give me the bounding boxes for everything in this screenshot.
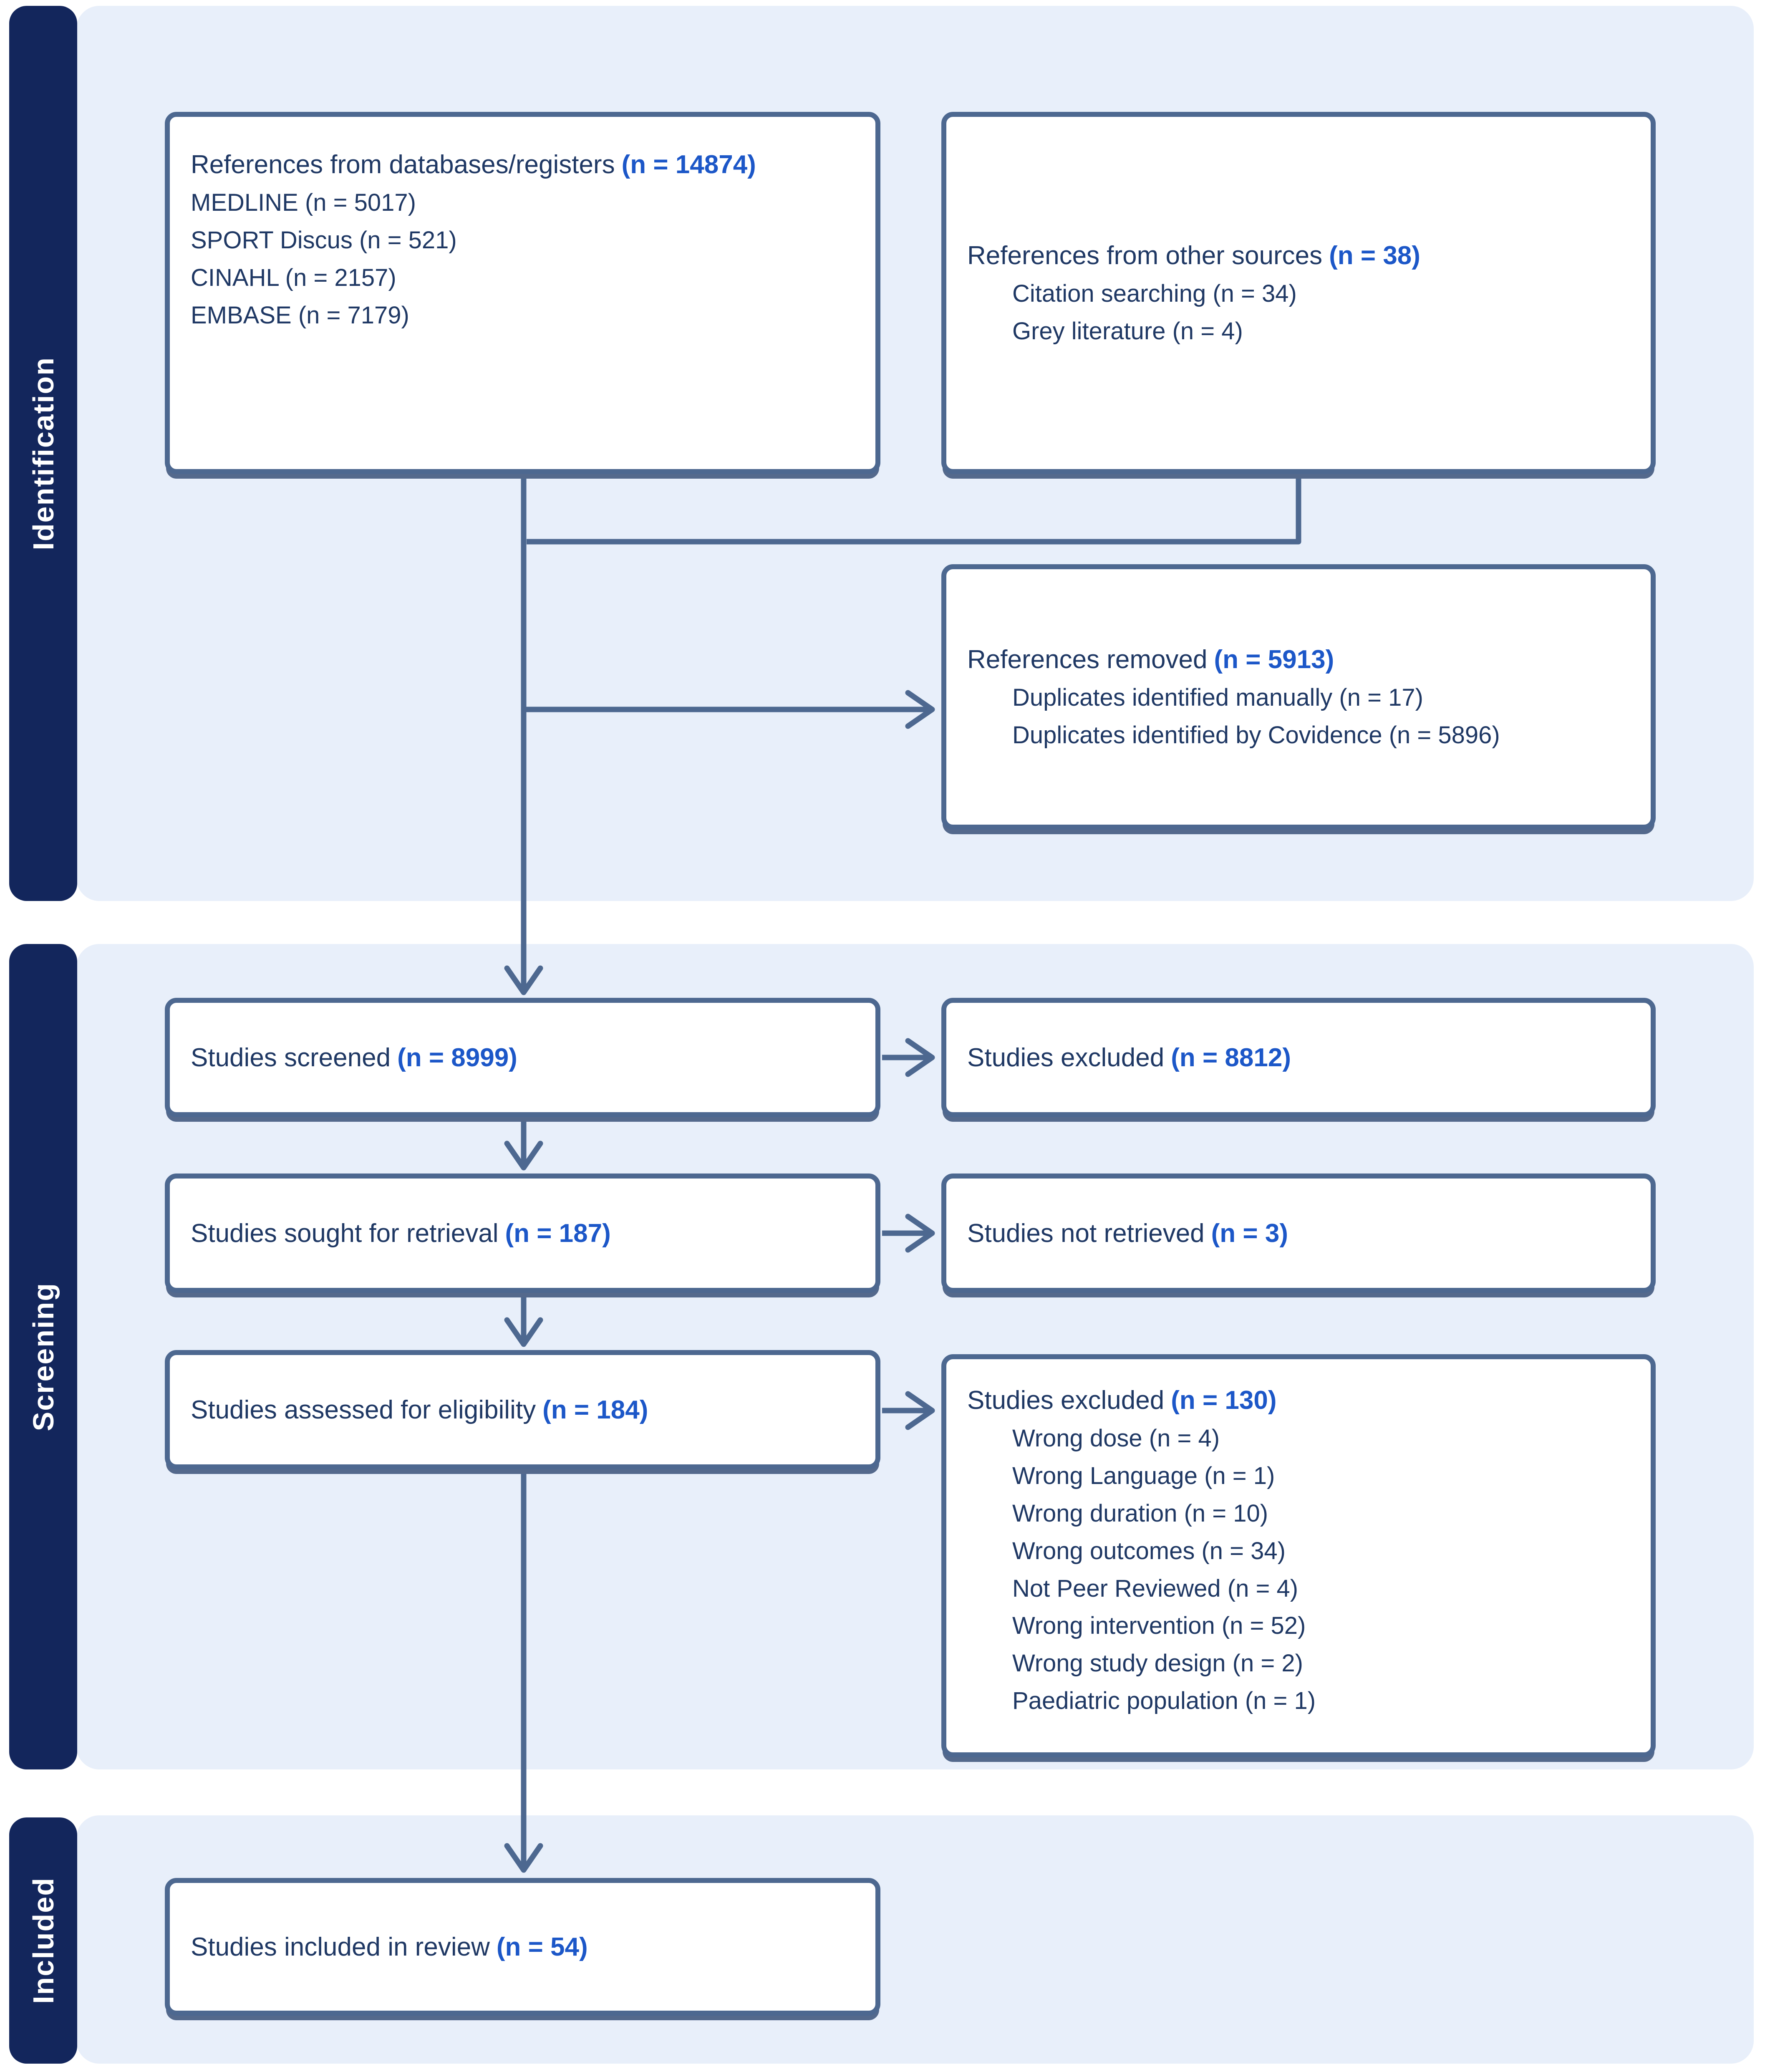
box-studies-included: Studies included in review(n = 54) — [165, 1878, 880, 2016]
stage-label-identification: Identification — [27, 356, 60, 550]
stage-label-screening: Screening — [27, 1282, 60, 1431]
title-text: Studies sought for retrieval — [191, 1219, 499, 1248]
box-studies-sought: Studies sought for retrieval(n = 187) — [165, 1174, 880, 1293]
title-count: (n = 8812) — [1171, 1043, 1291, 1072]
box-studies-screened: Studies screened(n = 8999) — [165, 998, 880, 1117]
title-text: References from databases/registers — [191, 150, 615, 179]
box-studies-not-retrieved: Studies not retrieved(n = 3) — [941, 1174, 1656, 1293]
exclusion-reason-item: Not Peer Reviewed (n = 4) — [1012, 1575, 1299, 1602]
box-references-removed: References removed(n = 5913) Duplicates … — [941, 564, 1656, 830]
database-item: MEDLINE (n = 5017) — [191, 189, 416, 216]
title-text: Studies included in review — [191, 1932, 490, 1961]
sidebar-stage-included: Included — [9, 1817, 77, 2064]
title-text: Studies not retrieved — [967, 1219, 1205, 1248]
exclusion-reason-item: Paediatric population (n = 1) — [1012, 1687, 1316, 1715]
exclusion-reason-item: Wrong outcomes (n = 34) — [1012, 1537, 1286, 1565]
exclusion-reason-item: Wrong Language (n = 1) — [1012, 1462, 1275, 1489]
exclusion-reason-item: Wrong intervention (n = 52) — [1012, 1612, 1306, 1640]
title-count: (n = 5913) — [1214, 645, 1334, 674]
title-count: (n = 130) — [1171, 1386, 1277, 1415]
removed-item: Duplicates identified by Covidence (n = … — [1012, 721, 1500, 749]
database-item: EMBASE (n = 7179) — [191, 301, 409, 329]
title-text: Studies assessed for eligibility — [191, 1395, 536, 1424]
title-count: (n = 187) — [505, 1219, 611, 1248]
removed-item: Duplicates identified manually (n = 17) — [1012, 684, 1423, 711]
stage-label-included: Included — [27, 1877, 60, 2004]
box-studies-excluded-eligibility-title: Studies excluded(n = 130) — [967, 1381, 1634, 1420]
title-count: (n = 38) — [1329, 241, 1420, 270]
box-references-databases-title: References from databases/registers(n = … — [191, 145, 859, 184]
exclusion-reason-item: Wrong study design (n = 2) — [1012, 1650, 1303, 1677]
box-references-databases: References from databases/registers(n = … — [165, 112, 880, 474]
database-item: SPORT Discus (n = 521) — [191, 226, 457, 254]
sidebar-stage-screening: Screening — [9, 944, 77, 1769]
title-count: (n = 8999) — [397, 1043, 517, 1072]
sidebar-stage-identification: Identification — [9, 6, 77, 901]
title-count: (n = 184) — [542, 1395, 648, 1424]
box-references-removed-title: References removed(n = 5913) — [967, 640, 1634, 679]
other-source-item: Citation searching (n = 34) — [1012, 280, 1297, 307]
other-source-item: Grey literature (n = 4) — [1012, 317, 1243, 345]
title-count: (n = 14874) — [621, 150, 756, 179]
box-references-other-sources: References from other sources(n = 38) Ci… — [941, 112, 1656, 474]
box-studies-assessed: Studies assessed for eligibility(n = 184… — [165, 1350, 880, 1469]
title-text: Studies screened — [191, 1043, 391, 1072]
exclusion-reason-item: Wrong duration (n = 10) — [1012, 1499, 1268, 1527]
title-text: Studies excluded — [967, 1386, 1165, 1415]
box-studies-excluded-screening: Studies excluded(n = 8812) — [941, 998, 1656, 1117]
title-count: (n = 3) — [1211, 1219, 1288, 1248]
database-item: CINAHL (n = 2157) — [191, 264, 396, 291]
box-studies-excluded-eligibility: Studies excluded(n = 130) Wrong dose (n … — [941, 1354, 1656, 1757]
title-text: References removed — [967, 645, 1208, 674]
title-count: (n = 54) — [496, 1932, 588, 1961]
title-text: References from other sources — [967, 241, 1323, 270]
box-references-other-sources-title: References from other sources(n = 38) — [967, 236, 1634, 275]
exclusion-reason-item: Wrong dose (n = 4) — [1012, 1425, 1220, 1452]
title-text: Studies excluded — [967, 1043, 1165, 1072]
